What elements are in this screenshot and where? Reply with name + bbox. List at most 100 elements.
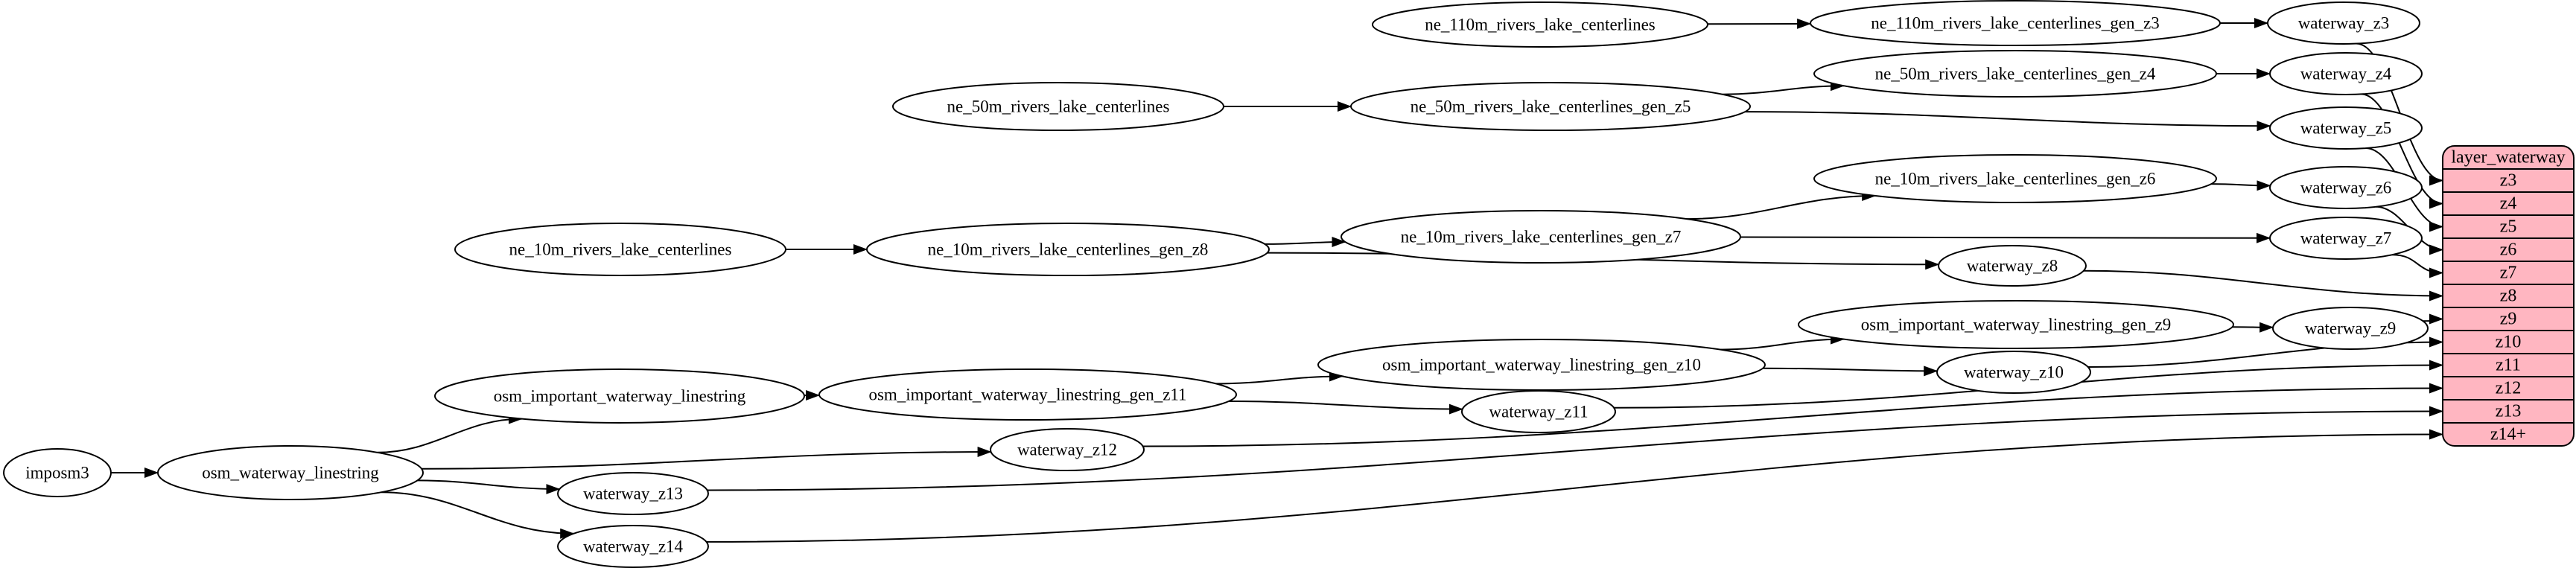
node-label: osm_important_waterway_linestring_gen_z1… xyxy=(868,386,1186,404)
node-label: osm_important_waterway_linestring xyxy=(494,387,746,406)
layer-row-z6: z6 xyxy=(2500,240,2517,260)
layer-row-z11: z11 xyxy=(2496,356,2521,375)
node-shape xyxy=(2269,106,2423,150)
node-shape xyxy=(2269,217,2423,260)
edge-waterway_z7-to-z7 xyxy=(2392,254,2443,278)
layer-row-z13: z13 xyxy=(2496,402,2522,421)
node-ne_10m_rivers_lake_centerlines_gen_z8: ne_10m_rivers_lake_centerlines_gen_z8 xyxy=(866,223,1270,276)
node-label: waterway_z7 xyxy=(2300,229,2392,248)
node-shape xyxy=(434,368,805,424)
edge-osm_waterway_linestring-to-waterway_z12 xyxy=(422,447,992,470)
node-osm_important_waterway_linestring_gen_z9: osm_important_waterway_linestring_gen_z9 xyxy=(1798,300,2234,349)
edge-osm_important_waterway_linestring_gen_z11-to-osm_important_waterway_linestring_gen_z10 xyxy=(1215,371,1343,385)
node-shape xyxy=(1372,1,1708,48)
node-ne_50m_rivers_lake_centerlines: ne_50m_rivers_lake_centerlines xyxy=(892,82,1224,131)
edge-osm_waterway_linestring-to-waterway_z13 xyxy=(417,479,561,494)
layer-row-z14+: z14+ xyxy=(2490,425,2526,444)
node-ne_110m_rivers_lake_centerlines: ne_110m_rivers_lake_centerlines xyxy=(1372,1,1708,48)
node-waterway_z5: waterway_z5 xyxy=(2269,106,2423,150)
node-shape xyxy=(2272,307,2429,350)
node-shape xyxy=(1317,339,1766,391)
edge-waterway_z14-to-z14+ xyxy=(706,429,2443,543)
table-layer: layer_waterwayz3z4z5z6z7z8z9z10z11z12z13… xyxy=(2442,145,2575,447)
node-label: osm_waterway_linestring xyxy=(202,464,379,482)
node-shape xyxy=(2267,1,2420,45)
node-shape xyxy=(1461,390,1616,433)
layer-row-z10: z10 xyxy=(2496,333,2522,352)
node-label: ne_10m_rivers_lake_centerlines xyxy=(509,240,732,259)
node-label: ne_10m_rivers_lake_centerlines_gen_z8 xyxy=(928,240,1209,259)
node-shape xyxy=(157,445,424,500)
node-label: ne_50m_rivers_lake_centerlines xyxy=(947,98,1170,116)
node-waterway_z11: waterway_z11 xyxy=(1461,390,1616,433)
node-waterway_z14: waterway_z14 xyxy=(557,525,709,568)
node-waterway_z6: waterway_z6 xyxy=(2269,166,2423,209)
edge-waterway_z4-to-z4 xyxy=(2361,93,2443,209)
node-label: waterway_z4 xyxy=(2300,65,2392,83)
node-label: waterway_z9 xyxy=(2305,319,2397,338)
node-shape xyxy=(1350,82,1751,131)
node-shape xyxy=(1798,300,2234,349)
layer-row-z5: z5 xyxy=(2500,217,2517,237)
node-label: ne_110m_rivers_lake_centerlines_gen_z3 xyxy=(1871,14,2159,33)
edge-waterway_z3-to-z3 xyxy=(2356,42,2443,186)
node-shape xyxy=(3,448,112,497)
node-shape xyxy=(990,428,1145,471)
layer-row-z7: z7 xyxy=(2500,264,2517,283)
node-ne_110m_rivers_lake_centerlines_gen_z3: ne_110m_rivers_lake_centerlines_gen_z3 xyxy=(1810,0,2221,46)
edge-osm_waterway_linestring-to-waterway_z14 xyxy=(381,491,575,539)
node-waterway_z4: waterway_z4 xyxy=(2269,52,2423,95)
node-shape xyxy=(818,368,1237,421)
node-label: waterway_z13 xyxy=(583,485,683,503)
node-ne_10m_rivers_lake_centerlines_gen_z6: ne_10m_rivers_lake_centerlines_gen_z6 xyxy=(1813,154,2217,203)
node-shape xyxy=(557,525,709,568)
node-waterway_z3: waterway_z3 xyxy=(2267,1,2420,45)
edge-waterway_z13-to-z13 xyxy=(707,406,2443,491)
edge-osm_important_waterway_linestring_gen_z11-to-waterway_z11 xyxy=(1228,401,1463,415)
node-label: waterway_z6 xyxy=(2300,179,2392,197)
node-shape xyxy=(1813,154,2217,203)
node-label: osm_important_waterway_linestring_gen_z1… xyxy=(1382,356,1701,374)
node-waterway_z10: waterway_z10 xyxy=(1936,351,2091,394)
edge-osm_important_waterway_linestring_gen_z9-to-waterway_z9 xyxy=(2232,322,2274,333)
node-label: ne_10m_rivers_lake_centerlines_gen_z7 xyxy=(1401,228,1682,246)
nodes-layer: imposm3 osm_waterway_linestring osm_import… xyxy=(3,0,2429,568)
node-label: waterway_z12 xyxy=(1017,441,1117,459)
node-waterway_z9: waterway_z9 xyxy=(2272,307,2429,350)
node-ne_10m_rivers_lake_centerlines: ne_10m_rivers_lake_centerlines xyxy=(454,223,786,276)
node-label: ne_50m_rivers_lake_centerlines_gen_z4 xyxy=(1875,65,2156,83)
node-label: ne_50m_rivers_lake_centerlines_gen_z5 xyxy=(1411,98,1691,116)
node-label: imposm3 xyxy=(25,464,89,482)
node-shape xyxy=(866,223,1270,276)
edge-waterway_z9-to-z9 xyxy=(2423,313,2443,325)
node-label: waterway_z10 xyxy=(1964,363,2064,382)
node-label: waterway_z3 xyxy=(2298,14,2390,33)
node-shape xyxy=(2269,166,2423,209)
layer-table-header: layer_waterway xyxy=(2451,148,2565,167)
node-imposm3: imposm3 xyxy=(3,448,112,497)
edge-ne_10m_rivers_lake_centerlines_gen_z6-to-waterway_z6 xyxy=(2211,180,2271,191)
node-label: waterway_z8 xyxy=(1967,257,2058,275)
node-shape xyxy=(1341,210,1741,264)
layer-row-z9: z9 xyxy=(2500,310,2517,329)
edge-osm_important_waterway_linestring_gen_z10-to-waterway_z10 xyxy=(1763,366,1939,377)
node-ne_50m_rivers_lake_centerlines_gen_z4: ne_50m_rivers_lake_centerlines_gen_z4 xyxy=(1813,50,2217,98)
layer-row-z8: z8 xyxy=(2500,287,2517,306)
node-ne_50m_rivers_lake_centerlines_gen_z5: ne_50m_rivers_lake_centerlines_gen_z5 xyxy=(1350,82,1751,131)
edges-layer xyxy=(111,18,2443,543)
layer-row-z12: z12 xyxy=(2496,379,2522,398)
node-label: waterway_z14 xyxy=(583,537,684,556)
edge-waterway_z12-to-z12 xyxy=(1142,383,2443,447)
layer-waterway-table: layer_waterwayz3z4z5z6z7z8z9z10z11z12z13… xyxy=(2442,145,2575,447)
node-waterway_z12: waterway_z12 xyxy=(990,428,1145,471)
layer-row-z4: z4 xyxy=(2500,194,2517,214)
edge-waterway_z8-to-z8 xyxy=(2083,269,2443,301)
node-osm_waterway_linestring: osm_waterway_linestring xyxy=(157,445,424,500)
node-osm_important_waterway_linestring_gen_z11: osm_important_waterway_linestring_gen_z1… xyxy=(818,368,1237,421)
node-label: osm_important_waterway_linestring_gen_z9 xyxy=(1861,316,2171,334)
node-waterway_z8: waterway_z8 xyxy=(1938,245,2087,287)
layer-waterway-table-box xyxy=(2442,145,2575,447)
node-shape xyxy=(557,472,709,515)
